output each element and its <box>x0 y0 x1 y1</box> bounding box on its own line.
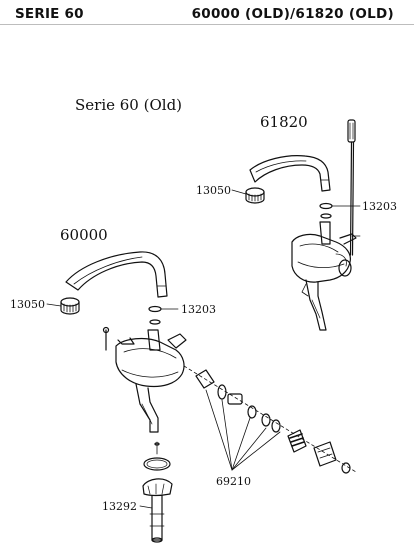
faucet-61820 <box>231 119 361 331</box>
popup-drain-60000 <box>142 441 173 543</box>
diagram-title: Serie 60 (Old) <box>75 96 182 114</box>
model-60000-label: 60000 <box>60 226 108 244</box>
part-13203-upper: 13203 <box>362 200 397 213</box>
spout-61820 <box>249 155 331 192</box>
part-13203-lower: 13203 <box>181 303 216 316</box>
part-13292: 13292 <box>102 500 137 513</box>
callout-69210-lines <box>205 389 281 471</box>
part-69210: 69210 <box>216 475 251 488</box>
series-title: SERIE 60 <box>15 6 84 22</box>
exploded-view-sheet <box>0 24 414 551</box>
handle-61820 <box>339 233 357 245</box>
oring-60000 <box>148 305 162 313</box>
spout-60000 <box>65 251 168 298</box>
model-numbers: 60000 (OLD)/61820 (OLD) <box>191 6 394 22</box>
aerator-61820 <box>245 187 265 204</box>
aerator-60000 <box>60 297 80 315</box>
oring-61820 <box>319 202 333 210</box>
cartridge-kit-60000 <box>195 369 351 474</box>
body-60000 <box>115 329 187 433</box>
part-13050-lower: 13050 <box>10 298 45 311</box>
part-13050-upper: 13050 <box>196 184 231 197</box>
body-61820 <box>291 221 352 331</box>
page-header: SERIE 60 60000 (OLD)/61820 (OLD) <box>0 0 414 24</box>
model-61820-label: 61820 <box>260 113 308 131</box>
faucet-60000 <box>46 251 357 543</box>
